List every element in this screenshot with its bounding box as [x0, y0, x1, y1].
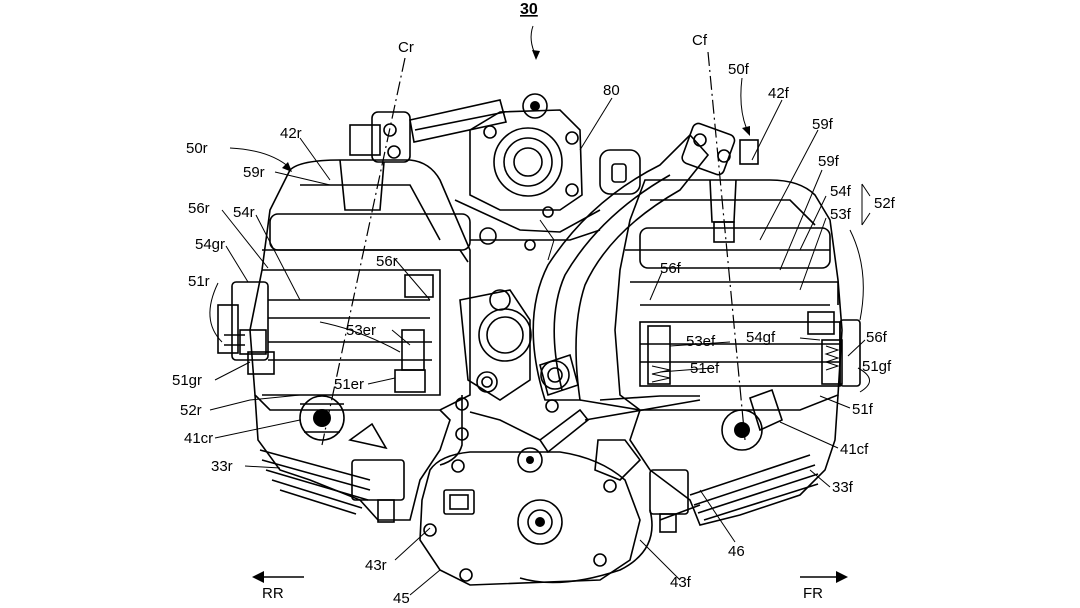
- axis-label-front: Cf: [692, 32, 708, 49]
- part-label-54f: 54f: [830, 183, 852, 200]
- part-label-50r: 50r: [186, 140, 208, 157]
- part-label-41cr: 41cr: [184, 430, 213, 447]
- part-label-42f: 42f: [768, 85, 790, 102]
- part-label-33r: 33r: [211, 458, 233, 475]
- part-label-43f: 43f: [670, 574, 692, 591]
- part-label-51ef: 51ef: [690, 360, 720, 377]
- rear-cylinder-axis-line: [321, 57, 406, 446]
- rear-cylinder-head: [217, 99, 507, 411]
- front-cylinder-axis-line: [707, 51, 746, 441]
- part-label-54r: 54r: [233, 204, 255, 221]
- part-label-53ef: 53ef: [686, 333, 716, 350]
- front-cylinder-block: [579, 388, 839, 533]
- rear-cylinder-block: [254, 394, 451, 523]
- part-label-54gr: 54gr: [195, 236, 225, 253]
- front-cylinder-head: [614, 179, 861, 411]
- part-label-46: 46: [728, 543, 745, 560]
- front-valve-linkage: [532, 122, 759, 401]
- part-label-56f-lower: 56f: [866, 329, 888, 346]
- part-label-51er: 51er: [334, 376, 364, 393]
- part-label-45: 45: [393, 590, 410, 607]
- part-label-53er: 53er: [346, 322, 376, 339]
- leader-lines: [209, 25, 871, 596]
- part-label-50f: 50f: [728, 61, 750, 78]
- part-label-56r-lower: 56r: [376, 253, 398, 270]
- part-label-59r: 59r: [243, 164, 265, 181]
- part-label-51gr: 51gr: [172, 372, 202, 389]
- part-label-51r: 51r: [188, 273, 210, 290]
- central-lower-housing: [419, 289, 653, 586]
- part-label-52f: 52f: [874, 195, 896, 212]
- part-label-51f: 51f: [852, 401, 874, 418]
- central-valve-assembly: [454, 93, 641, 261]
- part-label-41cf: 41cf: [840, 441, 869, 458]
- part-label-80: 80: [603, 82, 620, 99]
- part-label-33f: 33f: [832, 479, 854, 496]
- figure-reference-number: 30: [520, 1, 538, 18]
- part-label-56r-upper: 56r: [188, 200, 210, 217]
- part-label-54gf: 54gf: [746, 329, 776, 346]
- direction-label-front: FR: [803, 585, 823, 602]
- part-label-52r: 52r: [180, 402, 202, 419]
- axis-label-rear: Cr: [398, 39, 414, 56]
- part-label-56f-upper: 56f: [660, 260, 682, 277]
- part-label-53f: 53f: [830, 206, 852, 223]
- labels: 30 Cr Cf RR FR 50r 42r 59r 56r 54r 54gr …: [172, 1, 896, 607]
- part-label-51gf: 51gf: [862, 358, 892, 375]
- part-label-59f-lower: 59f: [818, 153, 840, 170]
- part-label-59f-upper: 59f: [812, 116, 834, 133]
- part-label-43r: 43r: [365, 557, 387, 574]
- direction-label-rear: RR: [262, 585, 284, 602]
- part-label-42r: 42r: [280, 125, 302, 142]
